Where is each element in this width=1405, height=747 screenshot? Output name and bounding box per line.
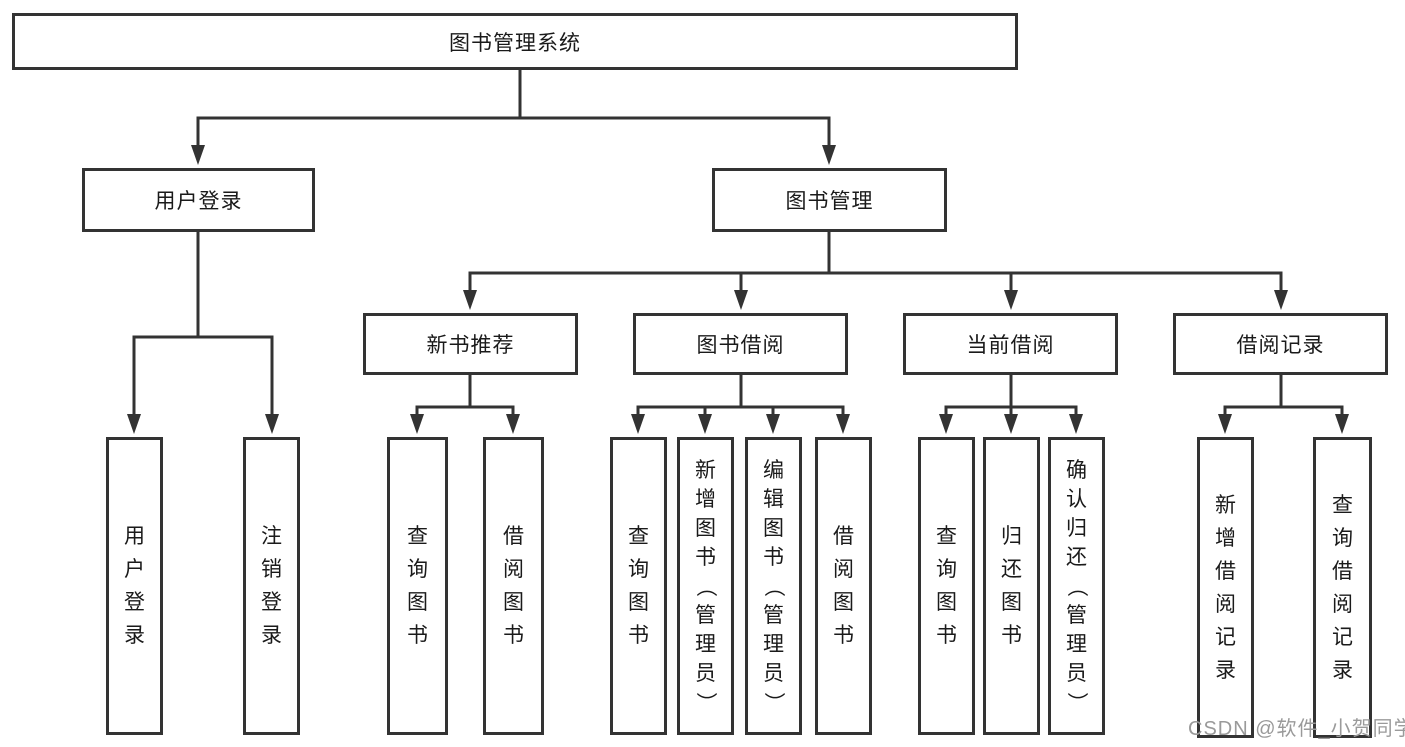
- leaf-label: 新增借阅记录: [1215, 493, 1236, 682]
- node-current-borrowing: 当前借阅: [903, 313, 1118, 375]
- leaf-query-borrow-record: 查询借阅记录: [1313, 437, 1372, 738]
- leaf-user-login: 用户登录: [106, 437, 163, 735]
- leaf-label: 查询借阅记录: [1332, 493, 1353, 682]
- leaf-query-books-2: 查询图书: [610, 437, 667, 735]
- node-label: 图书管理: [785, 190, 874, 213]
- leaf-label: 查询图书: [407, 525, 428, 647]
- node-label: 借阅记录: [1236, 334, 1325, 357]
- leaf-borrow-books-2: 借阅图书: [815, 437, 872, 735]
- leaf-logout: 注销登录: [243, 437, 300, 735]
- leaf-label: 查询图书: [628, 525, 649, 647]
- leaf-query-books-3: 查询图书: [918, 437, 975, 735]
- leaf-edit-book-admin: 编辑图书（管理员）: [745, 437, 802, 735]
- leaf-label: 归还图书: [1001, 525, 1022, 647]
- leaf-label: 确认归还（管理员）: [1065, 458, 1088, 713]
- node-label: 图书借阅: [696, 334, 785, 357]
- leaf-label: 注销登录: [261, 525, 282, 647]
- leaf-label: 查询图书: [936, 525, 957, 647]
- leaf-label: 用户登录: [124, 525, 145, 647]
- leaf-label: 借阅图书: [833, 525, 854, 647]
- leaf-label: 借阅图书: [503, 525, 524, 647]
- leaf-label: 新增图书（管理员）: [694, 458, 717, 713]
- node-book-borrowing: 图书借阅: [633, 313, 848, 375]
- leaf-label: 编辑图书（管理员）: [762, 458, 785, 713]
- leaf-add-borrow-record: 新增借阅记录: [1197, 437, 1254, 738]
- node-book-management: 图书管理: [712, 168, 947, 232]
- leaf-return-book: 归还图书: [983, 437, 1040, 735]
- node-borrowing-records: 借阅记录: [1173, 313, 1388, 375]
- csdn-watermark: CSDN @软件_小贺同学: [1188, 718, 1405, 740]
- leaf-add-book-admin: 新增图书（管理员）: [677, 437, 734, 735]
- node-library-management-system: 图书管理系统: [12, 13, 1018, 70]
- node-label: 用户登录: [154, 190, 243, 213]
- leaf-query-books-1: 查询图书: [387, 437, 448, 735]
- leaf-borrow-books-1: 借阅图书: [483, 437, 544, 735]
- node-label: 图书管理系统: [449, 31, 581, 55]
- node-user-login: 用户登录: [82, 168, 315, 232]
- node-label: 当前借阅: [966, 334, 1055, 357]
- node-new-book-recommend: 新书推荐: [363, 313, 578, 375]
- leaf-confirm-return-admin: 确认归还（管理员）: [1048, 437, 1105, 735]
- node-label: 新书推荐: [426, 334, 515, 357]
